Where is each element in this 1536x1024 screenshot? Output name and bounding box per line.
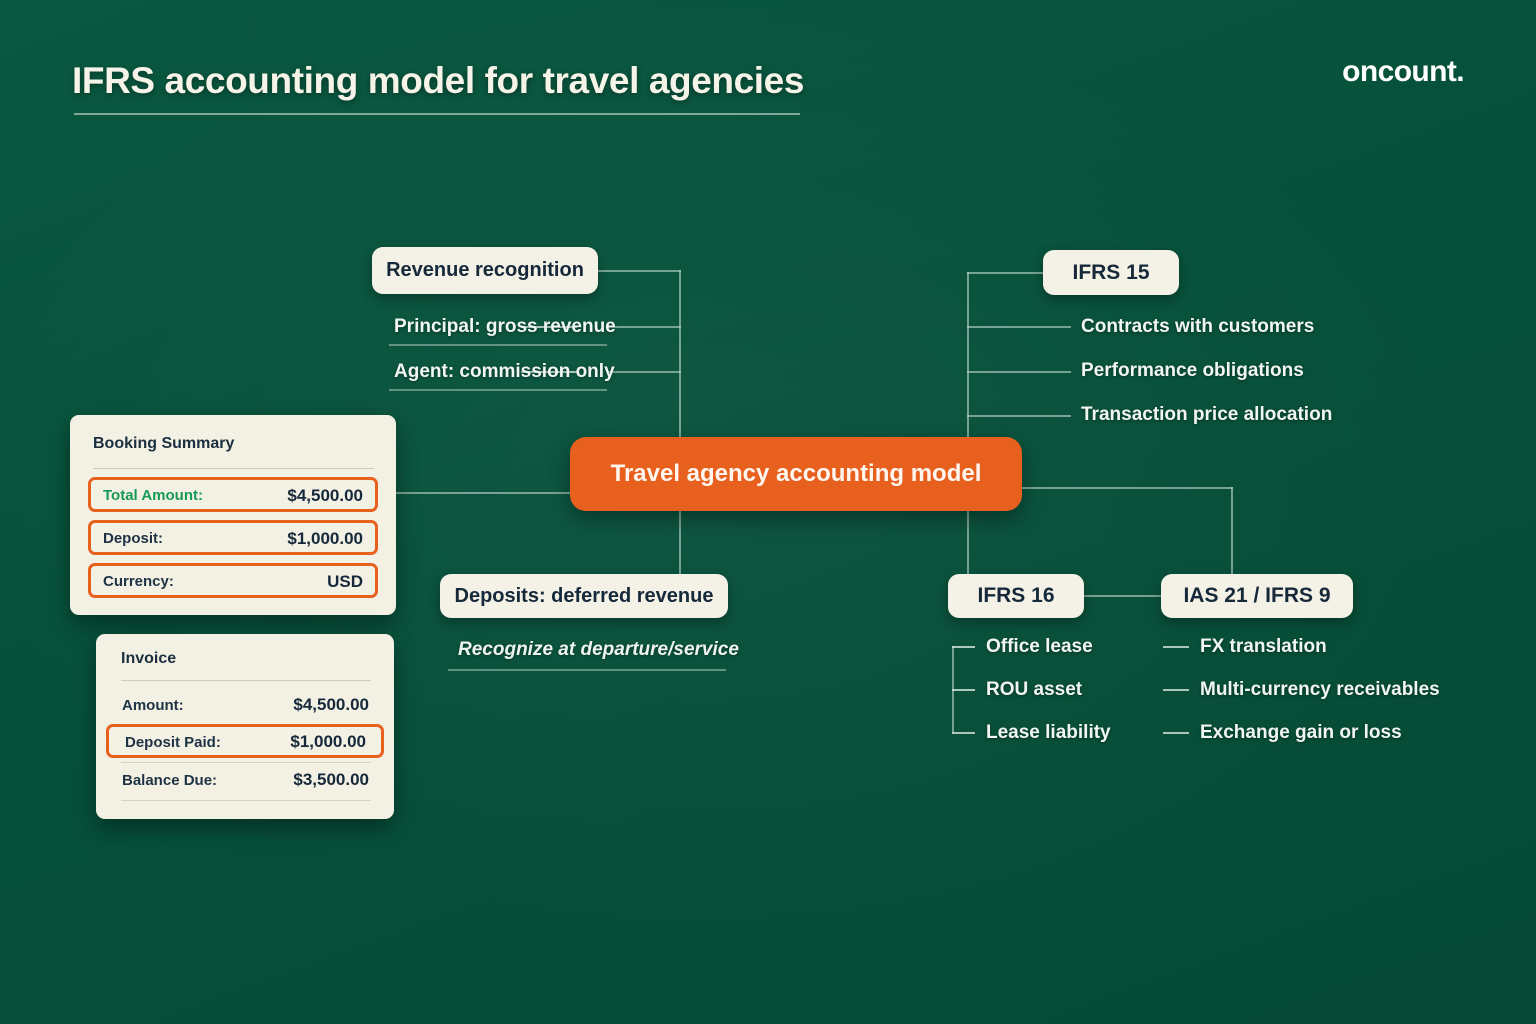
invoice-row-deposit-paid[interactable]: Deposit Paid: $1,000.00 [106,724,384,758]
booking-summary-title: Booking Summary [93,435,235,452]
booking-row-deposit[interactable]: Deposit: $1,000.00 [88,520,378,555]
connector-transaction-price [967,415,1071,417]
dash-lease-liability [952,732,975,734]
dash-multi-currency [1163,689,1189,691]
invoice-row-deposit-paid-value: $1,000.00 [290,732,366,751]
connector-center-to-ifrs16 [967,505,969,575]
connector-center-right [1020,487,1233,489]
chip-ifrs-16[interactable]: IFRS 16 [948,574,1084,618]
booking-row-currency-label: Currency: [103,573,174,590]
connector-principal [607,326,681,328]
connector-down-to-ias21 [1231,487,1233,575]
booking-row-total-amount[interactable]: Total Amount: $4,500.00 [88,477,378,512]
invoice-title: Invoice [121,650,177,667]
booking-row-deposit-value: $1,000.00 [287,529,363,548]
underline-principal [389,344,607,346]
invoice-divider-1 [121,762,371,763]
branch-item-fx-translation: FX translation [1200,636,1327,657]
dash-agent [521,371,577,373]
invoice-row-amount-label: Amount: [122,697,184,714]
invoice-card: Invoice Amount: $4,500.00 Deposit Paid: … [96,634,394,819]
dash-office-lease [952,646,975,648]
dash-exchange-gain [1163,732,1189,734]
connector-revenue-chip [598,270,681,272]
branch-item-agent: Agent: commission only [394,361,615,382]
chip-ifrs-15[interactable]: IFRS 15 [1043,250,1179,295]
booking-summary-card: Booking Summary Total Amount: $4,500.00 … [70,415,396,615]
chip-revenue-recognition[interactable]: Revenue recognition [372,247,598,294]
connector-contracts [967,326,1071,328]
invoice-row-balance-due-label: Balance Due: [122,772,218,789]
branch-item-transaction-price-allocation: Transaction price allocation [1081,404,1333,425]
page-title: IFRS accounting model for travel agencie… [72,60,805,101]
underline-deposits-note [448,669,726,671]
booking-row-total-amount-label: Total Amount: [103,487,203,504]
booking-summary-rule [93,468,374,469]
connector-left-spine [679,270,681,596]
invoice-row-balance-due[interactable]: Balance Due: $3,500.00 [96,765,394,799]
connector-agent [607,371,681,373]
branch-item-performance-obligations: Performance obligations [1081,360,1304,381]
dash-fx-translation [1163,646,1189,648]
invoice-divider-2 [121,800,371,801]
underline-agent [389,389,607,391]
branch-item-multi-currency-receivables: Multi-currency receivables [1200,679,1440,700]
branch-item-lease-liability: Lease liability [986,722,1111,743]
branch-item-exchange-gain-or-loss: Exchange gain or loss [1200,722,1402,743]
invoice-rule [121,680,371,681]
brand-logo: oncount. [1342,55,1464,88]
dash-rou-asset [952,689,975,691]
connector-ifrs15-chip [967,272,1047,274]
title-underline [74,113,800,115]
booking-row-currency-value: USD [327,572,363,591]
chip-ias-21-ifrs-9[interactable]: IAS 21 / IFRS 9 [1161,574,1353,618]
booking-row-total-amount-value: $4,500.00 [287,486,363,505]
dash-principal [521,326,577,328]
booking-row-deposit-label: Deposit: [103,530,163,547]
booking-row-currency[interactable]: Currency: USD [88,563,378,598]
branch-item-rou-asset: ROU asset [986,679,1083,700]
connector-booking-to-center [396,492,576,494]
invoice-row-amount-value: $4,500.00 [293,695,369,714]
invoice-row-balance-due-value: $3,500.00 [293,770,369,789]
connector-ifrs16-to-ias21 [1084,595,1164,597]
invoice-row-amount[interactable]: Amount: $4,500.00 [96,690,394,724]
deposits-note: Recognize at departure/service [458,639,739,660]
branch-item-office-lease: Office lease [986,636,1093,657]
invoice-row-deposit-paid-label: Deposit Paid: [125,734,221,751]
center-node-travel-agency-accounting-model[interactable]: Travel agency accounting model [570,437,1022,511]
connector-performance [967,371,1071,373]
branch-item-principal: Principal: gross revenue [394,316,616,337]
branch-item-contracts-with-customers: Contracts with customers [1081,316,1315,337]
chip-deposits-deferred-revenue[interactable]: Deposits: deferred revenue [440,574,728,618]
